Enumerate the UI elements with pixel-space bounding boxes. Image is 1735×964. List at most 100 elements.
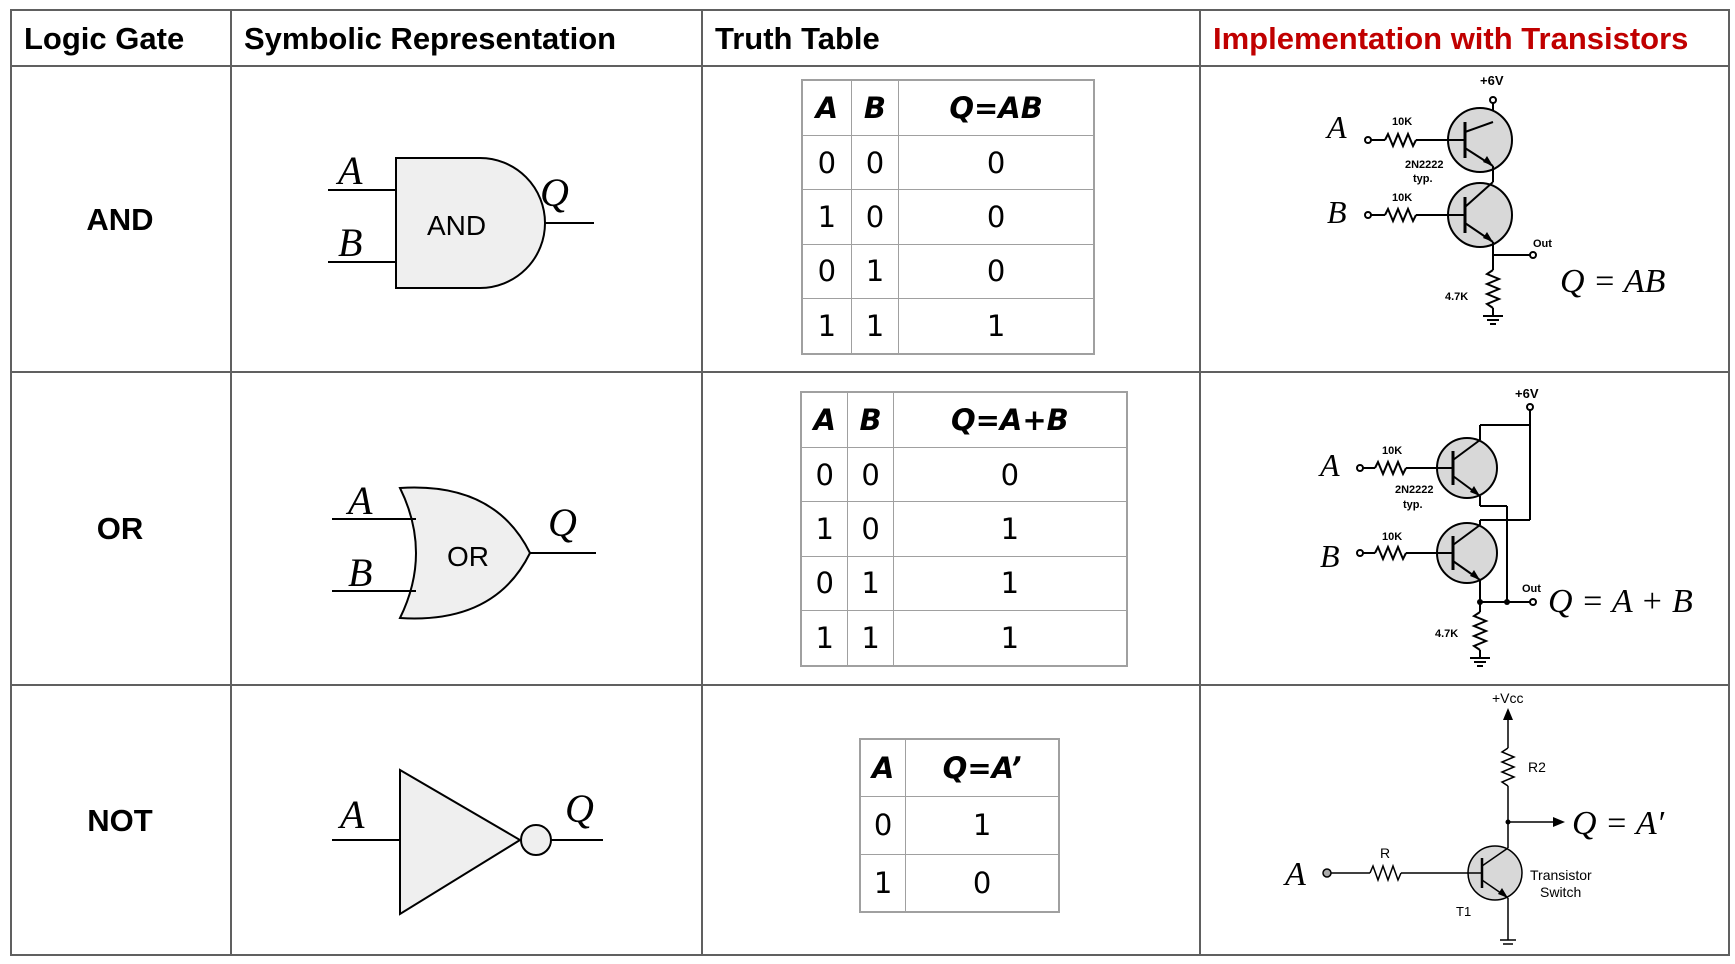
gate-name-or: OR <box>96 511 144 546</box>
or-gate-body <box>398 486 532 620</box>
truth-cell: 0 <box>850 189 900 245</box>
truth-cell: 1 <box>859 853 907 913</box>
header-truth-table: Truth Table <box>715 21 880 56</box>
truth-cell: 1 <box>847 610 894 667</box>
truth-header-b: B <box>847 391 894 448</box>
truth-cell: 1 <box>850 298 900 355</box>
truth-cell: 0 <box>898 189 1095 245</box>
not-gate-bubble <box>520 824 552 856</box>
not-circuit-supply: +Vcc <box>1492 690 1524 706</box>
truth-cell: 0 <box>801 243 852 300</box>
truth-cell: 0 <box>850 134 900 191</box>
and-output-terminal <box>1529 251 1537 259</box>
not-base-resistor <box>1369 863 1402 883</box>
truth-cell: 0 <box>800 555 849 612</box>
and-supply-terminal <box>1489 96 1497 104</box>
or-output-terminal <box>1529 598 1537 606</box>
and-circuit-supply: +6V <box>1480 73 1504 88</box>
and-circuit-r-a: 10K <box>1392 116 1412 128</box>
or-gate-symbol: A B Q OR <box>332 478 596 620</box>
not-circuit-switch-1: Transistor <box>1530 867 1592 883</box>
and-circuit-r-load: 4.7K <box>1445 291 1468 303</box>
and-resistor-b <box>1384 206 1417 224</box>
and-circuit-b: B <box>1327 194 1347 230</box>
table-row: A B Q=A+B <box>800 391 1128 448</box>
truth-cell: 0 <box>905 853 1060 913</box>
or-load-resistor <box>1471 611 1489 651</box>
or-symbol-a: A <box>345 478 373 523</box>
gate-name-and: AND <box>86 202 154 237</box>
truth-cell: 0 <box>847 446 894 503</box>
not-gate-body <box>399 768 522 916</box>
and-load-resistor <box>1484 269 1502 309</box>
truth-cell: 0 <box>859 796 907 855</box>
and-symbol-b: B <box>338 220 362 265</box>
or-symbol-label: OR <box>447 541 489 572</box>
or-input-b-terminal <box>1356 549 1364 557</box>
truth-cell: 1 <box>801 189 852 245</box>
not-symbol-q: Q <box>565 786 594 831</box>
not-circuit-r: R <box>1380 845 1390 861</box>
truth-cell: 0 <box>898 134 1095 191</box>
truth-cell: 1 <box>898 298 1095 355</box>
truth-header-a: A <box>801 79 852 136</box>
and-symbol-q: Q <box>540 170 569 215</box>
not-circuit-switch-2: Switch <box>1540 884 1581 900</box>
or-circuit-b: B <box>1320 538 1340 574</box>
truth-cell: 0 <box>800 446 849 503</box>
or-circuit-r-load: 4.7K <box>1435 628 1458 640</box>
or-resistor-b <box>1374 544 1407 562</box>
or-circuit-r-a: 10K <box>1382 445 1402 457</box>
not-transistor-circuit: +Vcc R2 R A T1 Transistor Switch Q = A′ <box>1283 690 1665 945</box>
and-circuit-typ: typ. <box>1413 173 1433 185</box>
truth-header-a: A <box>800 391 849 448</box>
truth-header-a: A <box>859 738 907 798</box>
and-circuit-out: Out <box>1533 238 1552 250</box>
gate-name-not: NOT <box>87 803 153 838</box>
and-gate-body <box>395 157 546 289</box>
not-gate-symbol: A Q <box>332 768 603 916</box>
or-circuit-r-b: 10K <box>1382 531 1402 543</box>
and-circuit-r-b: 10K <box>1392 192 1412 204</box>
truth-header-b: B <box>850 79 900 136</box>
table-row: A B Q=AB <box>801 79 1095 136</box>
or-resistor-a <box>1374 459 1407 477</box>
or-circuit-out: Out <box>1522 583 1541 595</box>
or-circuit-a: A <box>1318 447 1340 483</box>
truth-cell: 1 <box>850 243 900 300</box>
or-symbol-q: Q <box>548 500 577 545</box>
truth-cell: 0 <box>892 446 1128 503</box>
truth-cell: 1 <box>905 796 1060 855</box>
truth-cell: 1 <box>892 610 1128 667</box>
header-logic-gate: Logic Gate <box>24 21 185 56</box>
table-row: A Q=A’ <box>859 738 1060 798</box>
and-symbol-a: A <box>335 148 363 193</box>
not-circuit-expression: Q = A′ <box>1572 805 1665 842</box>
truth-cell: 0 <box>898 243 1095 300</box>
or-circuit-expression: Q = A + B <box>1548 583 1693 620</box>
or-input-a-terminal <box>1356 464 1364 472</box>
and-transistor-circuit: +6V A B 10K 10K 2N2222 typ. Out 4.7K Q =… <box>1325 73 1666 325</box>
and-input-a-terminal <box>1364 136 1372 144</box>
or-circuit-supply: +6V <box>1515 386 1539 401</box>
and-circuit-a: A <box>1325 109 1347 145</box>
header-implementation: Implementation with Transistors <box>1213 21 1689 56</box>
truth-cell: 0 <box>847 501 894 557</box>
and-symbol-label: AND <box>427 210 486 241</box>
truth-header-q: Q=A’ <box>905 738 1060 798</box>
and-gate-symbol: A B Q AND <box>328 148 594 289</box>
or-circuit-typ: typ. <box>1403 499 1423 511</box>
not-circuit-t1: T1 <box>1456 904 1471 919</box>
